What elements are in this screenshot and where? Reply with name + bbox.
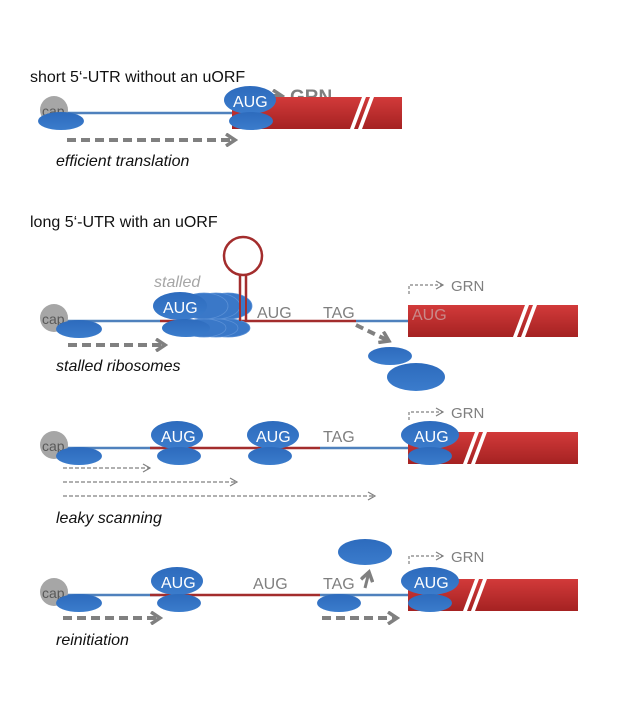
break-mark-icon: [513, 305, 529, 337]
gene-label: GRN: [451, 549, 484, 566]
dissociation-arrow: [355, 323, 389, 341]
panel-short-utr: short 5‘-UTR without an uORF GRN cap AUG: [30, 69, 402, 170]
hairpin-loop: [222, 235, 264, 277]
codon-tag: TAG: [323, 305, 355, 322]
bent-arrow-icon: [408, 551, 445, 564]
gene-label: GRN: [451, 405, 484, 422]
ribosome-small-subunit: [162, 319, 210, 337]
ribosome: AUG: [401, 567, 459, 612]
ribosome-small-subunit: [56, 594, 102, 612]
grn-start-arrow: GRN: [408, 405, 484, 422]
ribosome-small-subunit: [157, 594, 201, 612]
ribosome-small-subunit-released: [368, 347, 412, 365]
ribosome-small-subunit: [317, 594, 361, 612]
ribosome-small-subunit: [38, 112, 84, 130]
ribosome-large-subunit-released: [338, 539, 392, 565]
ribosome-large-subunit: [153, 292, 207, 320]
cap-label: cap: [42, 438, 65, 454]
break-mark-icon: [350, 97, 366, 129]
ribosome-small-subunit: [229, 112, 273, 130]
panel-caption: stalled ribosomes: [56, 358, 181, 375]
panel-heading: short 5‘-UTR without an uORF: [30, 69, 245, 86]
codon-aug: AUG: [253, 576, 288, 593]
ribosome-large-subunit: [151, 421, 203, 449]
bent-arrow-icon: [408, 407, 445, 420]
ribosome-large-subunit-released: [387, 363, 445, 391]
ribosome-small-subunit: [248, 447, 292, 465]
ribosome-large-subunit: [401, 421, 459, 449]
ribosome-small-subunit: [408, 594, 452, 612]
ribosome-label: AUG: [161, 575, 196, 592]
ribosome-small-subunit: [56, 447, 102, 465]
ribosome: AUG: [224, 86, 276, 130]
ribosome-label: AUG: [163, 300, 198, 317]
cap-label: cap: [42, 311, 65, 327]
ribosome: AUG: [401, 421, 459, 465]
stalled-ribosome-stack: stalled AUG: [153, 274, 253, 338]
ribosome-small-subunit: [408, 447, 452, 465]
ribosome-label: AUG: [161, 429, 196, 446]
cds-bar: AUG: [408, 305, 578, 337]
codon-aug: AUG: [257, 305, 292, 322]
ribosome-small-subunit: [157, 447, 201, 465]
cap-label: cap: [42, 585, 65, 601]
ribosome-small-subunit: [56, 320, 102, 338]
stalled-label: stalled: [154, 274, 201, 291]
panel-caption: leaky scanning: [56, 510, 162, 527]
ribosome-label: AUG: [233, 94, 268, 111]
panel-stalled: long 5‘-UTR with an uORF stalled AUG: [30, 214, 578, 391]
codon-tag: TAG: [323, 576, 355, 593]
release-arrow: [365, 572, 369, 589]
bent-arrow-icon: [408, 280, 445, 294]
grn-start-arrow: GRN: [408, 549, 484, 566]
ribosome: AUG: [151, 421, 203, 465]
ribosome-large-subunit: [224, 86, 276, 114]
break-mark-icon: [463, 579, 479, 611]
ribosome: AUG: [151, 567, 203, 612]
ribosome-label: AUG: [414, 429, 449, 446]
grn-start-arrow: GRN: [408, 278, 484, 295]
ribosome-label: AUG: [414, 575, 449, 592]
ribosome-large-subunit: [151, 567, 203, 595]
ribosome: AUG: [247, 421, 299, 465]
panel-leaky-scanning: GRN cap AUG AUG TAG AUG: [40, 405, 578, 527]
ribosome-label: AUG: [256, 429, 291, 446]
panel-caption: reinitiation: [56, 632, 129, 649]
cds-codon-aug: AUG: [412, 307, 447, 324]
panel-reinitiation: GRN cap AUG AUG TAG AUG reinitia: [40, 539, 578, 649]
panel-caption: efficient translation: [56, 153, 190, 170]
ribosome-large-subunit: [247, 421, 299, 449]
ribosome-large-subunit: [401, 567, 459, 595]
panel-heading: long 5‘-UTR with an uORF: [30, 214, 218, 231]
gene-label: GRN: [451, 278, 484, 295]
codon-tag: TAG: [323, 429, 355, 446]
